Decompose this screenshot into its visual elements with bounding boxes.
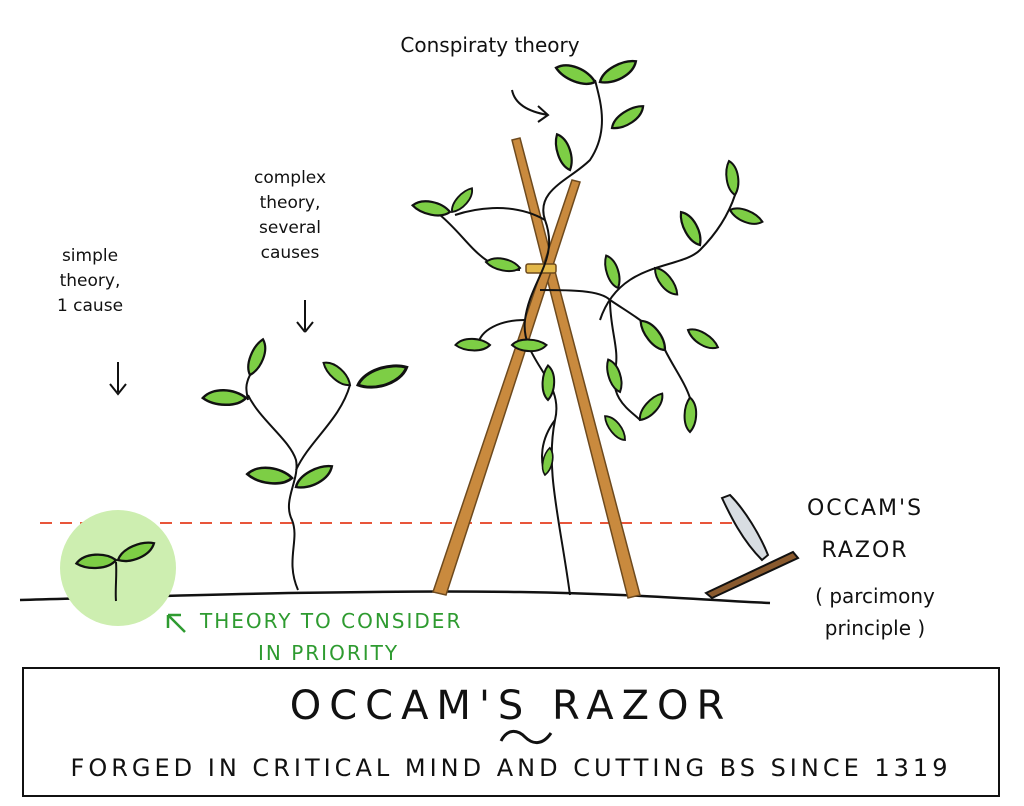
razor-icon	[704, 493, 800, 600]
banner-title: OCCAM'S RAZOR	[289, 683, 733, 729]
simple-line-2: theory,	[59, 271, 121, 291]
occams-razor-label: OCCAM'S RAZOR	[790, 488, 940, 572]
highlight-circle	[60, 510, 176, 626]
arrow-down-icon-complex	[296, 300, 314, 333]
conspiracy-vines	[439, 79, 736, 596]
banner-subtitle: FORGED IN CRITICAL MIND AND CUTTING BS S…	[70, 754, 952, 782]
parcimony-label: ( parcimony principle )	[765, 580, 985, 644]
razor-line-1: OCCAM'S	[806, 496, 924, 521]
parcimony-line-2: principle )	[824, 616, 926, 640]
complex-theory-label: complex theory, several causes	[225, 166, 355, 266]
simple-theory-label: simple theory, 1 cause	[30, 244, 150, 319]
parcimony-line-1: ( parcimony	[815, 584, 935, 608]
complex-line-1: complex	[253, 168, 327, 188]
complex-line-3: several	[259, 218, 321, 238]
title-banner: OCCAM'S RAZOR FORGED IN CRITICAL MIND AN…	[22, 667, 1000, 797]
simple-sprout	[75, 539, 158, 602]
arrow-up-left-icon	[166, 613, 186, 633]
conspiracy-theory-label: Conspiraty theory	[400, 33, 580, 57]
consider-line-1: THEORY TO CONSIDER	[200, 609, 463, 633]
complex-line-4: causes	[260, 243, 320, 263]
complex-plant	[245, 374, 351, 591]
simple-line-3: 1 cause	[56, 296, 124, 316]
razor-line-2: RAZOR	[821, 538, 909, 563]
simple-line-1: simple	[61, 246, 119, 266]
arrow-icon-conspiracy	[511, 89, 550, 123]
tilde-flourish-icon	[499, 730, 553, 744]
complex-line-2: theory,	[259, 193, 321, 213]
trellis-sticks	[432, 137, 641, 599]
consider-line-2: IN PRIORITY	[258, 641, 400, 665]
consider-label: THEORY TO CONSIDER IN PRIORITY	[200, 605, 560, 669]
arrow-down-icon-simple	[109, 362, 127, 396]
